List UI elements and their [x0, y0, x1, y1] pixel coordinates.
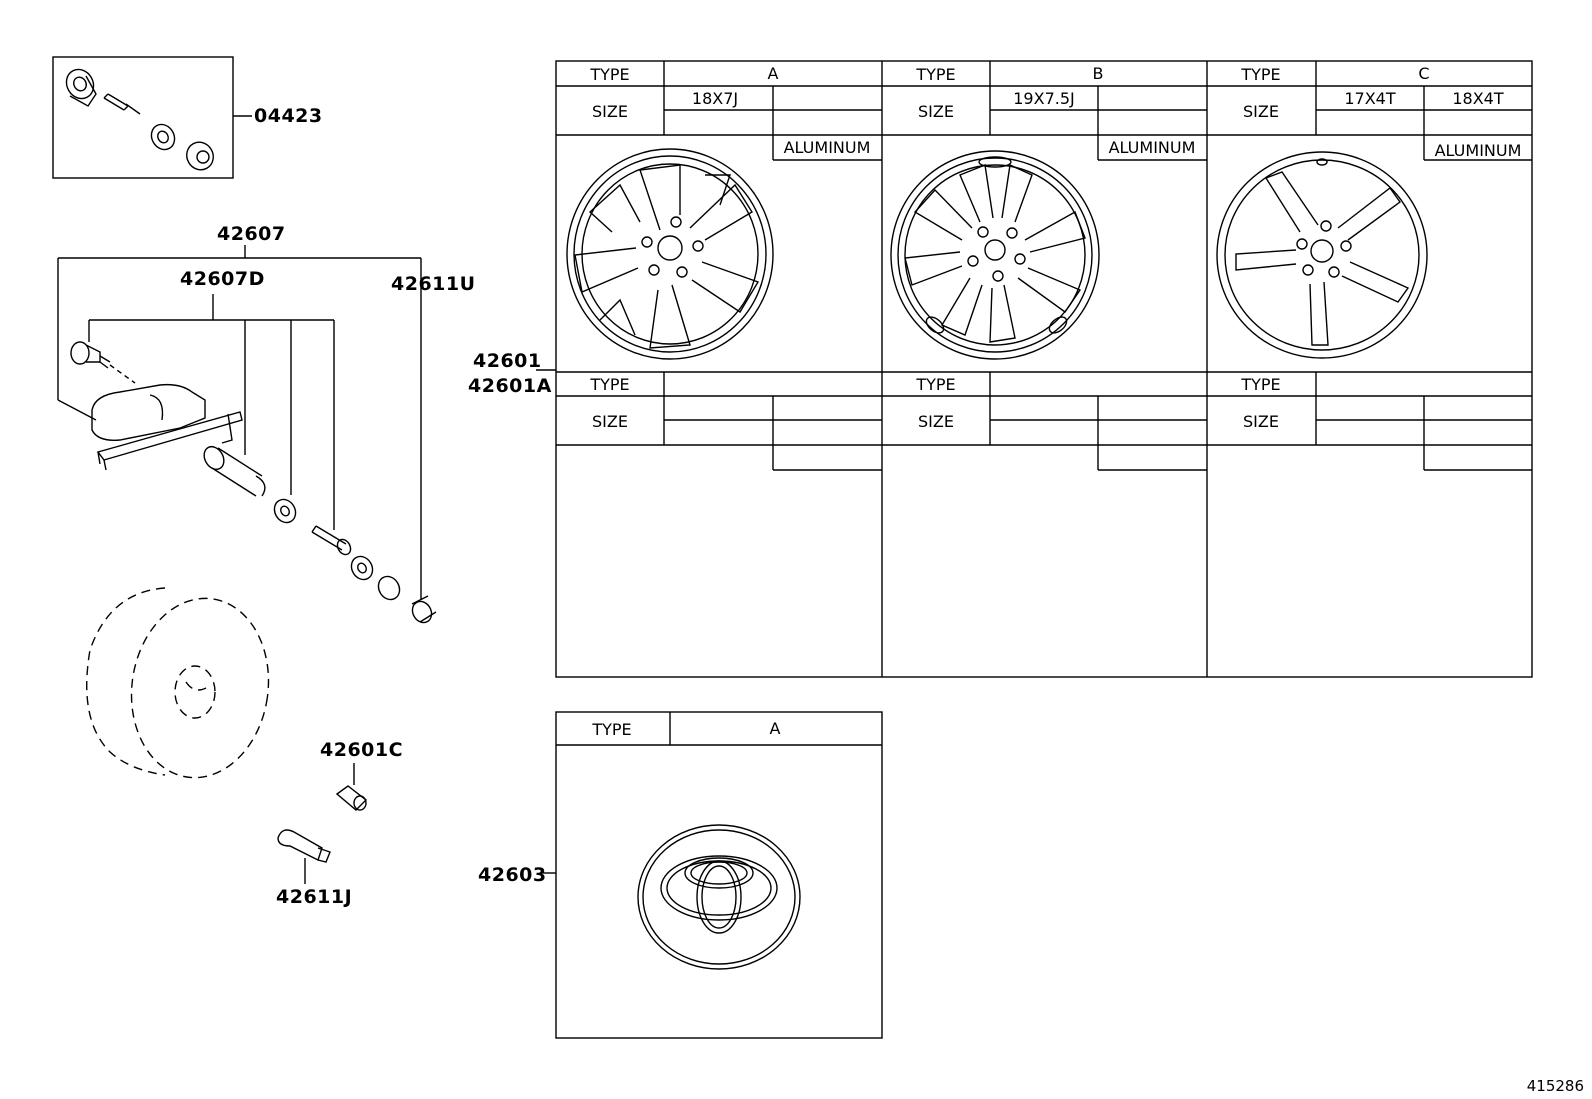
cap-type-value: A: [770, 719, 781, 738]
size-label-c: SIZE: [1243, 102, 1279, 121]
type-value-a: A: [768, 64, 779, 83]
size-label-b: SIZE: [918, 102, 954, 121]
type-label-lower-2: TYPE: [915, 375, 955, 394]
type-value-b: B: [1093, 64, 1104, 83]
size-label-lower-2: SIZE: [918, 412, 954, 431]
cap-table-text: TYPE A: [591, 719, 780, 739]
part-number-labels: 04423 42607 42607D 42611U 42601 42601A 4…: [180, 105, 552, 908]
part-42611u-label: 42611U: [391, 273, 476, 295]
wheel-outline-dashed: [86, 587, 270, 779]
tire-pressure-sensor-assembly: [57, 245, 437, 624]
size-label-lower-1: SIZE: [592, 412, 628, 431]
wheel-c-illustration: [1216, 151, 1428, 359]
part-42603-label: 42603: [478, 864, 547, 886]
material-a: ALUMINUM: [784, 138, 871, 157]
type-label-a: TYPE: [589, 65, 629, 84]
part-42607d-label: 42607D: [180, 268, 265, 290]
size-label-a: SIZE: [592, 102, 628, 121]
size-value-c-1: 17X4T: [1344, 89, 1396, 108]
part-42607-label: 42607: [217, 223, 286, 245]
part-42601c-label: 42601C: [320, 739, 403, 761]
cap-table-grid: [555, 711, 883, 1039]
size-label-lower-3: SIZE: [1243, 412, 1279, 431]
part-04423-label: 04423: [254, 105, 323, 127]
part-42601a-label: 42601A: [468, 375, 552, 397]
wheel-table-text: TYPE A SIZE 18X7J ALUMINUM TYPE B SIZE 1…: [589, 64, 1521, 431]
part-42601-label: 42601: [473, 350, 542, 372]
wheel-table-grid: [555, 60, 1533, 678]
type-value-c: C: [1418, 64, 1429, 83]
type-label-c: TYPE: [1240, 65, 1280, 84]
type-label-b: TYPE: [915, 65, 955, 84]
toyota-emblem-icon: [637, 824, 801, 970]
wheel-a-illustration: [566, 148, 774, 360]
size-value-a-1: 18X7J: [692, 89, 738, 108]
type-label-lower-1: TYPE: [589, 375, 629, 394]
size-value-b-1: 19X7.5J: [1013, 89, 1074, 108]
valve-kit-box: [52, 56, 252, 179]
part-42611j-label: 42611J: [276, 886, 352, 908]
type-label-lower-3: TYPE: [1240, 375, 1280, 394]
valve-small-parts: [277, 763, 368, 884]
reference-number: 415286: [1527, 1077, 1584, 1095]
size-value-c-2: 18X4T: [1452, 89, 1504, 108]
cap-type-label: TYPE: [591, 720, 631, 739]
material-b: ALUMINUM: [1109, 138, 1196, 157]
material-c: ALUMINUM: [1435, 141, 1522, 160]
wheel-b-illustration: [890, 150, 1100, 360]
